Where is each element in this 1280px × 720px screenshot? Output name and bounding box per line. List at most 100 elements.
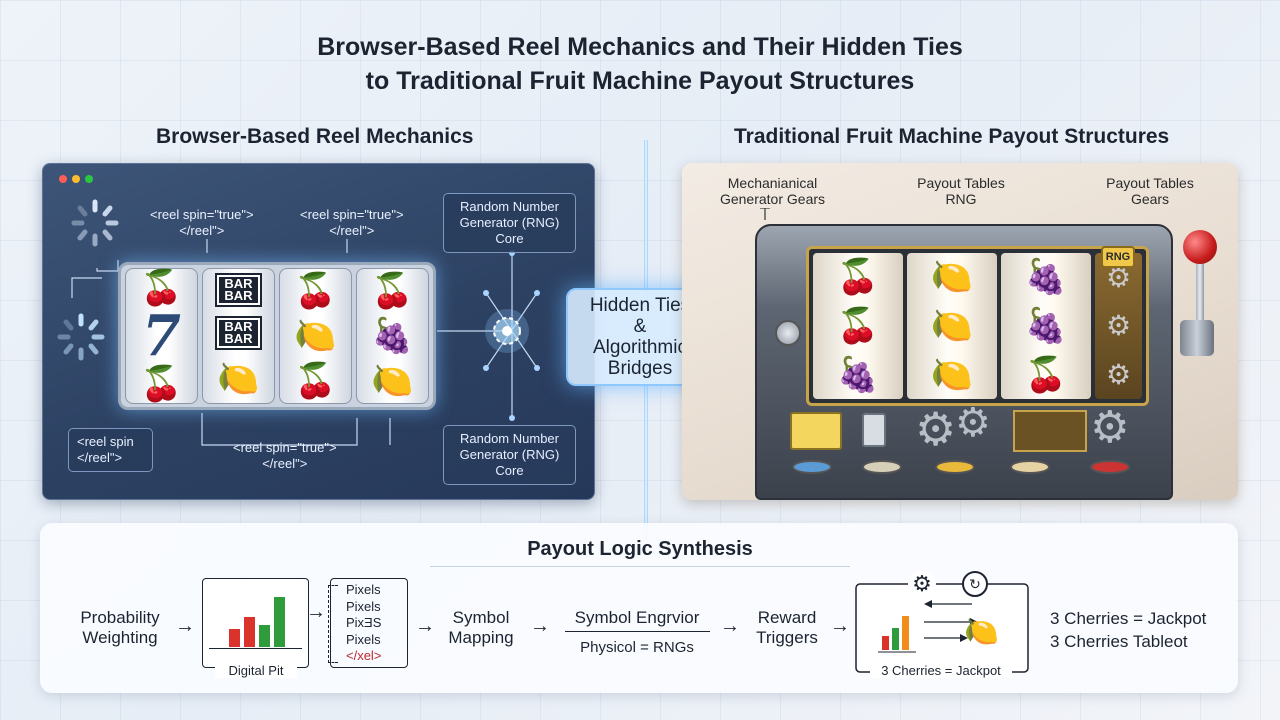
- code-tag-top-left: <reel spin="true"> </reel">: [150, 207, 254, 238]
- arrow-right-icon: →: [415, 615, 435, 637]
- result-tableot: 3 Cherries Tableot: [1050, 632, 1188, 651]
- mini-bar: [229, 629, 240, 647]
- step-probability-weighting: Probability Weighting: [80, 608, 160, 647]
- gear-icon: ⚙: [1105, 359, 1132, 391]
- label-payout-gears: Payout Tables Gears: [1106, 175, 1194, 207]
- machine-reel-3[interactable]: 🍇 🍇 🍒: [1001, 253, 1091, 399]
- arrow-right-icon: →: [720, 615, 740, 637]
- reward-caption: 3 Cherries = Jackpot: [870, 663, 1012, 678]
- lemon-icon: 🍋: [930, 306, 974, 345]
- rng-core-box-top: Random Number Generator (RNG) Core: [443, 193, 576, 253]
- rng-core-box-bottom: Random Number Generator (RNG) Core: [443, 425, 576, 485]
- gear-icon: ⚙: [955, 401, 991, 445]
- lemon-icon: 🍋: [930, 355, 974, 394]
- step-symbol-mapping: Symbol Mapping: [448, 608, 514, 647]
- loading-spinner-icon: [71, 199, 119, 247]
- label-pointer: [760, 208, 770, 220]
- pixel-item: Pixels: [346, 582, 381, 597]
- machine-button-tan[interactable]: [1010, 460, 1050, 474]
- pixel-box: [330, 578, 408, 668]
- lemon-icon: 🍋: [217, 359, 260, 398]
- cherry-icon: 🍒: [836, 306, 880, 345]
- lemon-icon: 🍋: [371, 361, 414, 400]
- cherry-icon: 🍒: [836, 258, 880, 297]
- minimize-dot-icon[interactable]: [72, 175, 80, 183]
- step-physical-rngs: Physicol = RNGs: [580, 639, 694, 656]
- result-jackpot: 3 Cherries = Jackpot: [1050, 609, 1207, 628]
- step-symbol-engine: Symbol Engrvior: [574, 608, 700, 627]
- coin-slot[interactable]: [862, 413, 886, 447]
- mini-bar: [259, 625, 270, 647]
- grapes-icon: 🍇: [836, 355, 880, 394]
- pixel-bracket: [328, 585, 338, 663]
- right-section-heading: Traditional Fruit Machine Payout Structu…: [734, 125, 1170, 148]
- digital-pit-caption: Digital Pit: [215, 663, 297, 678]
- left-section-heading: Browser-Based Reel Mechanics: [156, 125, 474, 148]
- reward-flow-box: [855, 583, 1029, 673]
- reel-1[interactable]: 🍒 7 🍒: [125, 268, 198, 404]
- lemon-icon: 🍋: [964, 616, 999, 647]
- lemon-icon: 🍋: [930, 258, 974, 297]
- machine-button-cream[interactable]: [862, 460, 902, 474]
- cherry-icon: 🍒: [140, 269, 183, 307]
- gear-icon: ⚙: [908, 570, 936, 598]
- coin-display: [790, 412, 842, 450]
- pixel-item-closing: </xel>: [346, 648, 382, 663]
- close-dot-icon[interactable]: [59, 175, 67, 183]
- connector-lines: [71, 239, 540, 446]
- main-title: Browser-Based Reel Mechanics and Their H…: [0, 30, 1280, 98]
- result-list: 3 Cherries = Jackpot 3 Cherries Tableot: [1050, 607, 1206, 653]
- digital-pit-box: [202, 578, 309, 668]
- step-divider: [565, 631, 710, 632]
- machine-button-gold[interactable]: [935, 460, 975, 474]
- cherry-icon: 🍒: [371, 272, 414, 311]
- mechanism-box: [1013, 410, 1087, 452]
- machine-reel-2[interactable]: 🍋 🍋 🍋: [907, 253, 997, 399]
- rng-badge: RNG: [1101, 246, 1135, 268]
- lever-knob-icon[interactable]: [1183, 230, 1217, 264]
- hidden-ties-line-4: Bridges: [607, 358, 673, 379]
- arrow-right-icon: →: [530, 615, 550, 637]
- gear-compartment: ⚙ ⚙ ⚙: [1095, 253, 1142, 399]
- code-tag-bottom-center: <reel spin="true"> </reel">: [233, 440, 337, 471]
- gear-icon: ⚙: [1090, 403, 1130, 452]
- machine-button-red[interactable]: [1090, 460, 1130, 474]
- reel-3[interactable]: 🍒 🍋 🍒: [279, 268, 352, 404]
- code-tag-top-right: <reel spin="true"> </reel">: [300, 207, 404, 238]
- pixel-item: Pixels: [346, 598, 381, 614]
- synthesis-divider: [430, 566, 850, 567]
- hidden-ties-line-2: &: [633, 316, 647, 337]
- refresh-icon: ↻: [962, 571, 988, 597]
- lever-arm[interactable]: [1196, 250, 1204, 330]
- grapes-icon: 🍇: [1024, 258, 1068, 297]
- lemon-icon: 🍋: [294, 316, 337, 355]
- mini-bar: [274, 597, 285, 647]
- loading-spinner-icon: [57, 313, 105, 361]
- cherry-icon: 🍒: [294, 272, 337, 311]
- arrow-right-icon: →: [830, 615, 850, 637]
- machine-reel-window: 🍒 🍒 🍇 🍋 🍋 🍋 🍇 🍇 🍒 ⚙ ⚙ ⚙: [806, 246, 1149, 406]
- reel-4[interactable]: 🍒 🍇 🍋: [356, 268, 429, 404]
- reel-knob-icon[interactable]: [775, 320, 801, 346]
- pixel-item: PixƎS: [346, 615, 382, 630]
- code-tag-bottom-left: <reel spin </reel">: [68, 428, 153, 472]
- window-controls: [59, 175, 93, 183]
- pixel-item: Pixels: [346, 631, 381, 647]
- arrow-right-icon: →: [175, 615, 195, 637]
- label-payout-rng: Payout Tables RNG: [917, 175, 1005, 207]
- label-generator-gears: Mechanianical Generator Gears: [719, 175, 826, 207]
- machine-button-blue[interactable]: [792, 460, 832, 474]
- cherry-icon: 🍒: [294, 361, 337, 400]
- cherry-icon: 🍒: [1024, 355, 1068, 394]
- maximize-dot-icon[interactable]: [85, 175, 93, 183]
- machine-reel-1[interactable]: 🍒 🍒 🍇: [813, 253, 903, 399]
- gear-icon: ⚙: [915, 403, 957, 455]
- mini-bar: [244, 617, 255, 647]
- pixel-list: Pixels Pixels PixƎS Pixels </xel>: [346, 582, 381, 665]
- step-reward-triggers: Reward Triggers: [756, 608, 818, 647]
- arrow-right-icon: →: [306, 601, 326, 623]
